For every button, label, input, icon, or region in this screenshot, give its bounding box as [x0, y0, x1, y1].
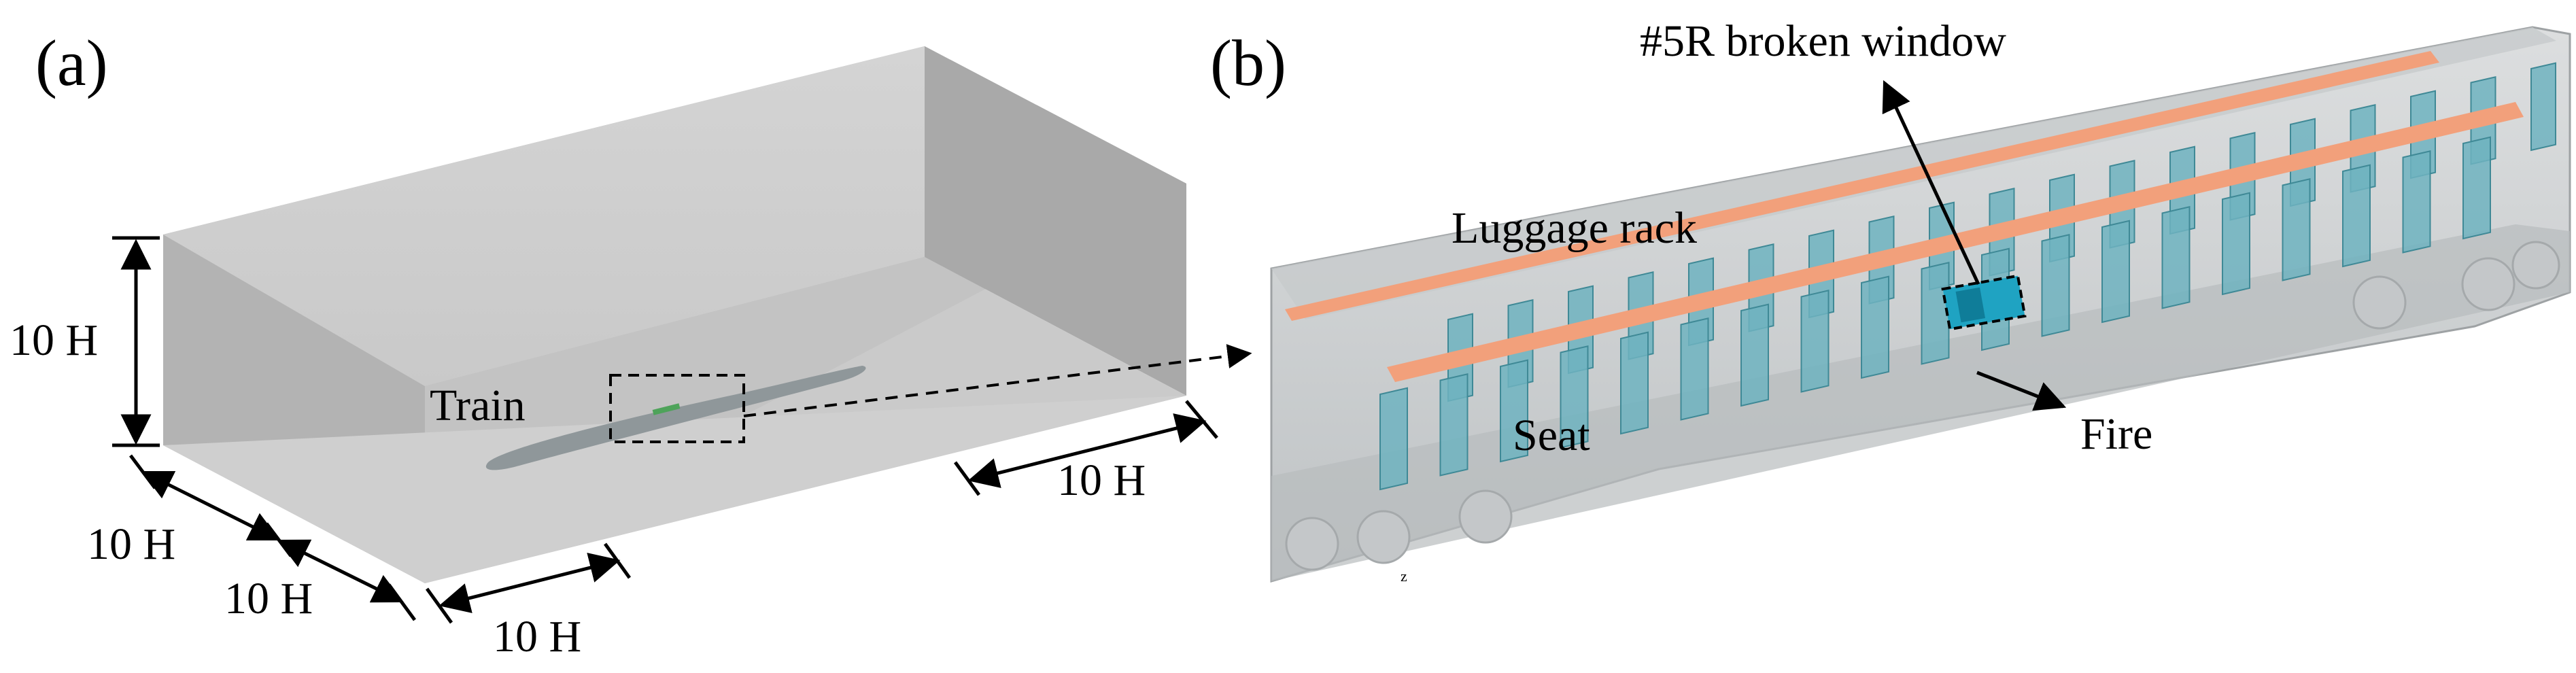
domain-box-right-face	[925, 46, 1186, 396]
dim-height-label: 10 H	[10, 315, 98, 365]
seat	[1680, 317, 1709, 421]
wheel-1	[1285, 517, 1339, 571]
luggage-rack-near	[1387, 102, 2524, 382]
dim-front-tick-3	[387, 583, 417, 621]
wheel-6	[2511, 241, 2560, 290]
fire-label: Fire	[2080, 409, 2152, 459]
dim-bottom-tick-1	[425, 587, 453, 624]
wheel-2	[1356, 510, 1411, 564]
dim-front-arrow-2	[277, 539, 405, 603]
wheel-3	[1458, 489, 1513, 544]
dim-front-tick-2	[265, 522, 292, 557]
zoom-arrow	[743, 344, 1252, 417]
seat	[2161, 206, 2191, 309]
domain-box	[163, 46, 1186, 583]
panel-a: (a) Train 10 H	[10, 27, 1252, 661]
panel-a-label: (a)	[35, 27, 108, 99]
seat	[2101, 220, 2130, 324]
seat-label: Seat	[1513, 411, 1590, 460]
domain-box-back-face	[163, 46, 925, 386]
seat	[1620, 331, 1649, 435]
dim-bottom-label: 10 H	[493, 612, 581, 661]
panel-b: (b) #5R broken window Luggage rack	[1210, 16, 2571, 585]
zoom-region-box	[609, 374, 745, 443]
broken-window-pane	[1955, 287, 1986, 323]
dim-front-tick-1	[129, 454, 156, 489]
cabin-floor	[1271, 224, 2570, 581]
seat	[1861, 275, 1889, 379]
seat	[2222, 192, 2250, 296]
broken-window	[1941, 274, 2027, 331]
wheel-4	[2352, 275, 2407, 330]
train-model	[485, 366, 866, 470]
luggage-rack-label: Luggage rack	[1452, 203, 1697, 253]
bogies	[1285, 241, 2560, 571]
dim-right-tick-1	[953, 461, 981, 496]
broken-window-label: #5R broken window	[1640, 16, 2006, 66]
dim-bottom: 10 H	[425, 542, 632, 661]
seat	[2402, 150, 2431, 254]
seat	[2462, 136, 2491, 240]
seat	[2342, 164, 2371, 268]
seat	[1800, 290, 1830, 393]
fire-marker	[652, 403, 681, 415]
dim-right-label: 10 H	[1057, 455, 1146, 505]
fire-arrow	[1976, 370, 2067, 411]
seat	[2530, 62, 2556, 152]
dim-front-left-label: 10 H	[87, 519, 175, 569]
seat	[2282, 178, 2311, 281]
seat-row-b	[1379, 136, 2491, 491]
wheel-5	[2461, 257, 2515, 311]
dim-height: 10 H	[10, 236, 160, 447]
dim-right-tick-2	[1185, 400, 1218, 439]
domain-box-floor-edge	[163, 396, 1186, 583]
dim-right-arrow	[967, 413, 1207, 488]
dim-front: 10 H 10 H	[87, 454, 417, 623]
seat	[2041, 234, 2070, 337]
dim-bottom-arrow	[439, 553, 621, 613]
panel-b-label: (b)	[1210, 27, 1286, 99]
seat	[1500, 359, 1528, 463]
dim-front-arrow-1	[141, 470, 281, 541]
seat	[1439, 373, 1469, 477]
train-body	[485, 366, 866, 470]
seat	[1921, 262, 1950, 365]
seat	[1560, 345, 1589, 449]
broken-window-arrow	[1882, 80, 1980, 286]
dim-right: 10 H	[953, 400, 1218, 505]
seat	[1740, 303, 1769, 407]
train-label: Train	[430, 381, 526, 430]
luggage-rack-far	[1285, 51, 2439, 321]
axis-glyph: z	[1401, 568, 1407, 585]
dim-front-mid-label: 10 H	[224, 574, 313, 623]
seat	[1379, 387, 1408, 491]
